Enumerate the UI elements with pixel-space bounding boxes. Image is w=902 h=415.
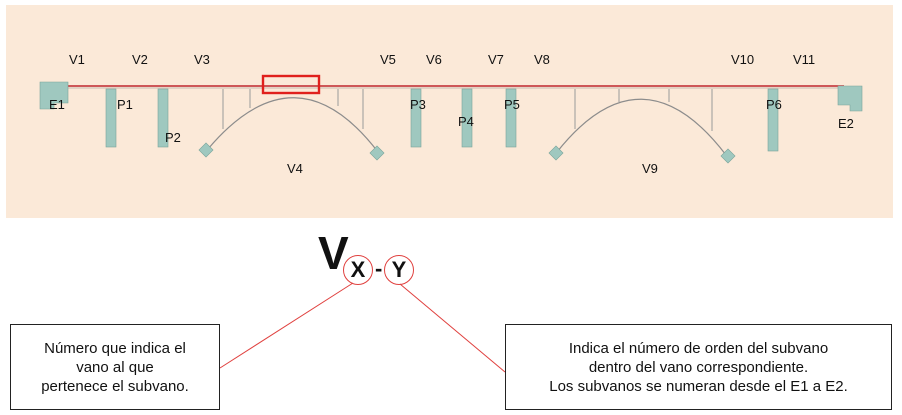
abutment-e2-shape [837, 85, 863, 112]
note-left-line-3: pertenece el subvano. [41, 377, 189, 395]
notation-subspan-index: Y [391, 257, 407, 282]
pier-label-p3: P3 [410, 97, 426, 112]
span-label-v4: V4 [287, 161, 303, 176]
span-label-v2: V2 [132, 52, 148, 67]
span-label-v7: V7 [488, 52, 504, 67]
pier-label-p5: P5 [504, 97, 520, 112]
note-box-subspan-order: Indica el número de orden del subvano de… [505, 324, 892, 410]
span-label-v10: V10 [731, 52, 754, 67]
span-label-v9: V9 [642, 161, 658, 176]
span-label-v6: V6 [426, 52, 442, 67]
pier-label-p6: P6 [766, 97, 782, 112]
note-left-line-2: vano al que [76, 358, 154, 376]
note-right-line-1: Indica el número de orden del subvano [568, 339, 829, 357]
callout-line-left [219, 282, 354, 369]
bridge-elevation-panel: V1 V2 V3 V4 V5 V6 V7 V8 V9 V10 V11 P1 P2… [6, 5, 893, 218]
span-label-v11: V11 [793, 52, 815, 67]
arch-v9 [548, 89, 736, 164]
callout-line-right [399, 283, 506, 373]
span-label-v8: V8 [534, 52, 550, 67]
abutment-e1-shape [39, 81, 69, 110]
pier-label-p4: P4 [458, 114, 474, 129]
arch-v4 [198, 89, 385, 161]
note-box-span-index: Número que indica el vano al que pertene… [10, 324, 220, 410]
abutment-label-e2: E2 [838, 116, 854, 131]
pier-label-p1: P1 [117, 97, 133, 112]
pier-label-p2: P2 [165, 130, 181, 145]
span-label-v1: V1 [69, 52, 85, 67]
abutment-label-e1: E1 [49, 97, 65, 112]
pier-p3-shape [410, 88, 422, 148]
subspan-notation: V X - Y [318, 228, 438, 288]
pier-p1-shape [105, 88, 117, 148]
pier-p4-shape [461, 88, 473, 148]
pier-p2-shape [157, 88, 169, 148]
notation-span-index-circle: X [343, 255, 373, 285]
note-right-line-3: Los subvanos se numeran desde el E1 a E2… [549, 377, 848, 395]
notation-span-index: X [350, 257, 366, 282]
notation-separator: - [375, 256, 383, 281]
pier-p5-shape [505, 88, 517, 148]
note-left-line-1: Número que indica el [44, 339, 186, 357]
highlighted-subspan-box [261, 74, 321, 95]
bridge-elevation-drawing: V1 V2 V3 V4 V5 V6 V7 V8 V9 V10 V11 P1 P2… [39, 52, 863, 176]
note-right-line-2: dentro del vano correspondiente. [588, 358, 809, 376]
span-label-v5: V5 [380, 52, 396, 67]
span-label-v3: V3 [194, 52, 210, 67]
pier-p6-shape [767, 88, 779, 152]
notation-subspan-index-circle: Y [384, 255, 414, 285]
